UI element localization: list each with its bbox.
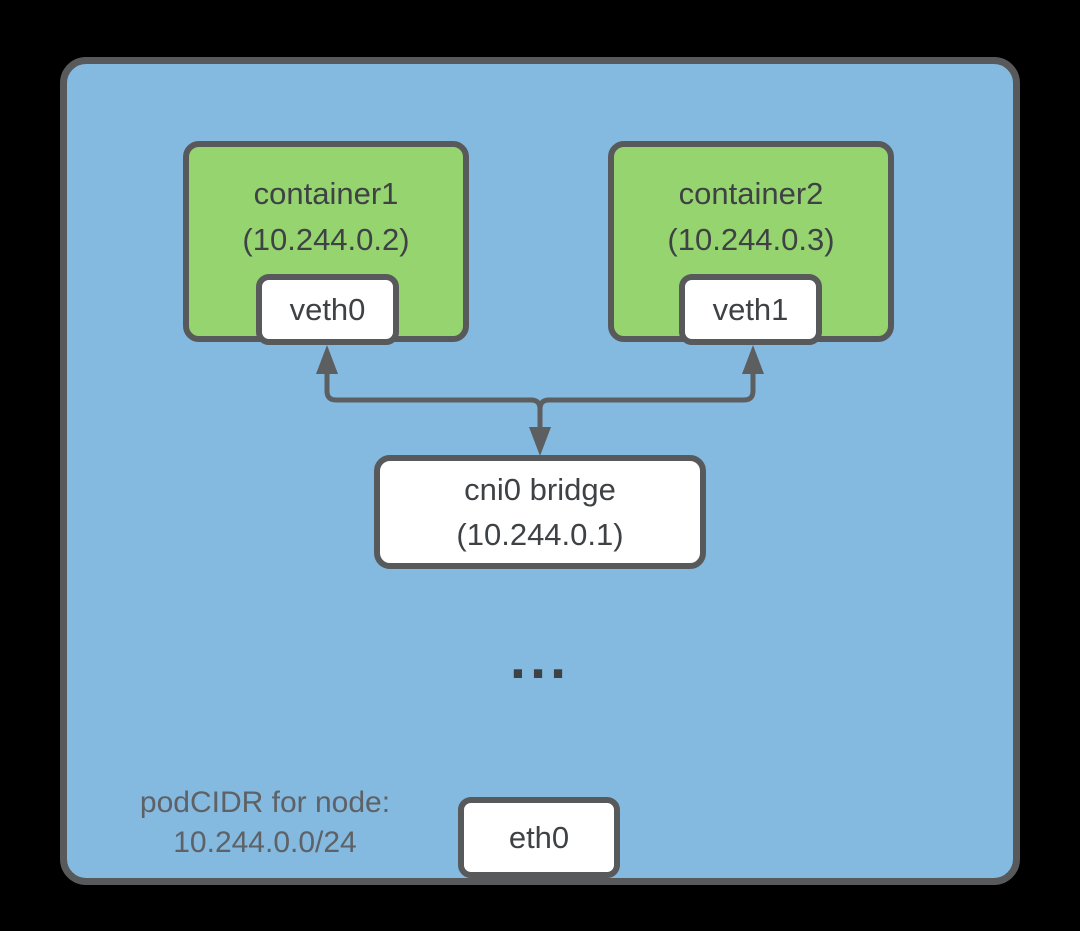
eth0-label: eth0	[508, 819, 570, 855]
podcidr-annotation: podCIDR for node: 10.244.0.0/24	[85, 783, 445, 863]
more-containers-ellipsis: ...	[509, 626, 571, 691]
cni0-bridge-box: cni0 bridge (10.244.0.1)	[374, 455, 706, 569]
container2-ip: (10.244.0.3)	[667, 222, 835, 257]
container1-ip: (10.244.0.2)	[242, 222, 410, 257]
veth0-label: veth0	[289, 291, 366, 327]
podcidr-value: 10.244.0.0/24	[173, 826, 357, 859]
container2-name: container2	[678, 176, 824, 211]
podcidr-label: podCIDR for node:	[139, 786, 391, 819]
bridge-name: cni0 bridge	[464, 472, 616, 507]
bridge-ip: (10.244.0.1)	[456, 517, 624, 552]
veth0-box: veth0	[256, 274, 399, 345]
veth1-box: veth1	[679, 274, 822, 345]
eth0-box: eth0	[458, 797, 620, 878]
container1-name: container1	[253, 176, 399, 211]
veth1-label: veth1	[712, 291, 789, 327]
